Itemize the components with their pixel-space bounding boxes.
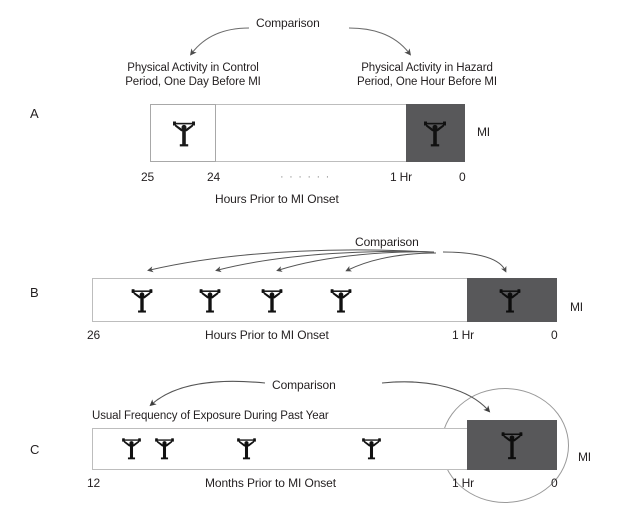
panel-c-letter: C <box>30 442 40 457</box>
panel-a-caption-hazard: Physical Activity in Hazard Period, One … <box>357 62 497 88</box>
panel-b-tick-0: 0 <box>551 328 558 342</box>
panel-c-mi-label: MI <box>578 450 591 464</box>
weightlifter-figure-icon <box>195 283 225 322</box>
panel-a-tick-0: 0 <box>459 170 466 184</box>
weightlifter-figure-icon <box>127 283 157 322</box>
panel-b-hazard-window <box>467 278 557 322</box>
panel-a-mi-label: MI <box>477 125 490 139</box>
panel-a-tick-1hr: 1 Hr <box>390 170 412 184</box>
weightlifter-figure-icon <box>257 283 287 322</box>
panel-a-caption-control: Physical Activity in Control Period, One… <box>125 62 261 88</box>
panel-a-axis-title: Hours Prior to MI Onset <box>215 192 339 206</box>
panel-c-comparison-label: Comparison <box>272 378 336 392</box>
weightlifter-figure-icon <box>151 432 178 469</box>
weightlifter-figure-icon <box>419 116 451 155</box>
panel-a-letter: A <box>30 106 39 121</box>
panel-c-caption-usual-frequency: Usual Frequency of Exposure During Past … <box>92 410 329 422</box>
panel-a-tick-ellipsis: · · · · · · <box>280 171 331 183</box>
weightlifter-figure-icon <box>118 432 145 469</box>
panel-b-axis-title: Hours Prior to MI Onset <box>205 328 329 342</box>
panel-c-tick-1hr: 1 Hr <box>452 476 474 490</box>
panel-a-tick-24: 24 <box>207 170 220 184</box>
panel-b-mi-label: MI <box>570 300 583 314</box>
weightlifter-figure-icon <box>326 283 356 322</box>
panel-c-axis-title: Months Prior to MI Onset <box>205 476 336 490</box>
weightlifter-figure-icon <box>233 432 260 469</box>
panel-c-tick-12: 12 <box>87 476 100 490</box>
panel-b-letter: B <box>30 285 39 300</box>
panel-b-comparison-label: Comparison <box>355 235 419 249</box>
weightlifter-figure-icon <box>358 432 385 469</box>
panel-a-comparison-label: Comparison <box>256 16 320 30</box>
panel-b-tick-26: 26 <box>87 328 100 342</box>
weightlifter-figure-icon <box>168 116 200 155</box>
weightlifter-figure-icon <box>495 283 525 322</box>
panel-b-tick-1hr: 1 Hr <box>452 328 474 342</box>
panel-a-tick-25: 25 <box>141 170 154 184</box>
weightlifter-figure-icon <box>497 424 527 469</box>
panel-c-tick-0: 0 <box>551 476 558 490</box>
